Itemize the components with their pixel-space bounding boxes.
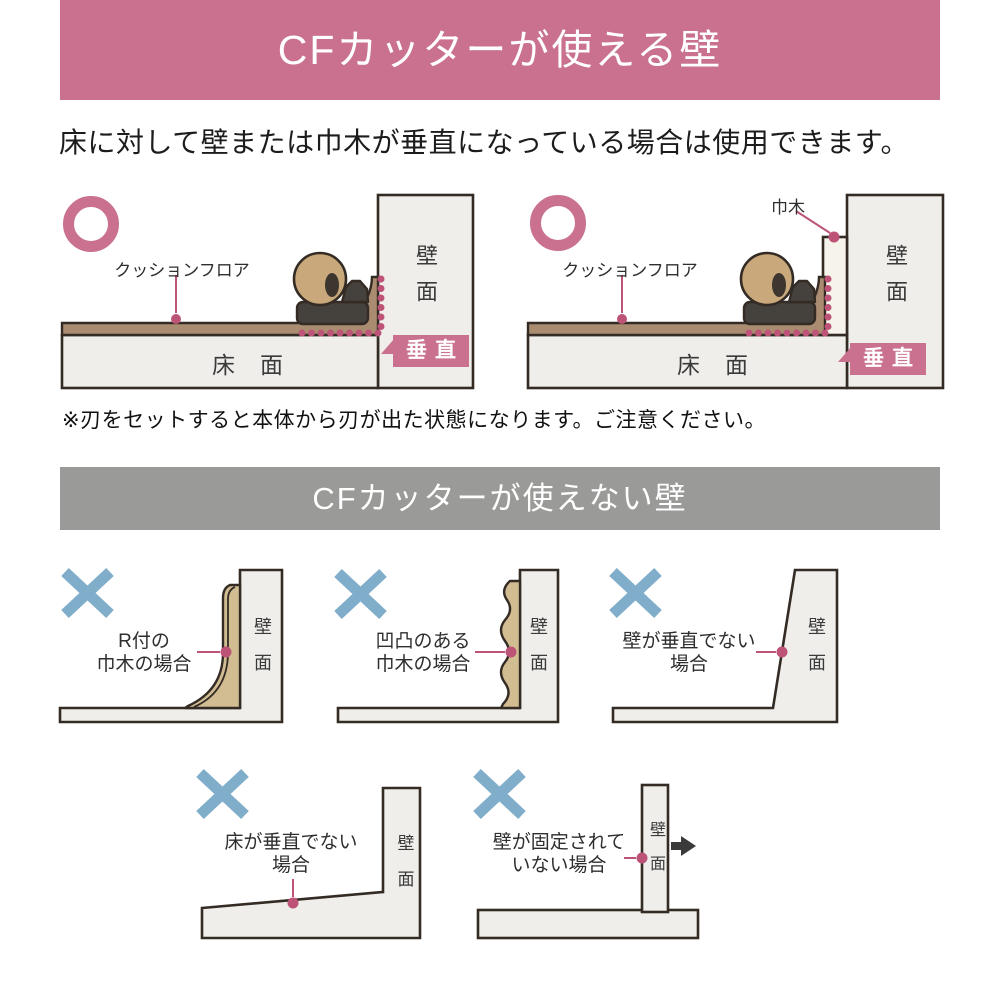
pointer-dot — [617, 314, 627, 324]
case-label-line1: 壁が垂直でない — [622, 631, 756, 652]
pointer-dot — [171, 314, 181, 324]
diagram-ng-unfixed-wall: 壁が固定されて いない場合 壁面 — [440, 765, 760, 955]
diagram-ng-sloped-floor: 床が垂直でない 場合 壁面 — [160, 765, 440, 955]
pointer-dot — [220, 646, 232, 658]
x-mark-icon — [61, 567, 114, 619]
diagram-ok-baseboard-wall: 巾木 クッションフロア 壁面 床 面 垂直 — [520, 180, 960, 395]
x-mark-icon — [196, 768, 249, 820]
baseboard-label: 巾木 — [771, 198, 805, 217]
diagram-ok-plain-wall: クッションフロア 壁面 床 面 垂直 — [40, 180, 480, 395]
floor-shape — [476, 908, 700, 940]
ok-circle-icon — [63, 196, 119, 252]
baseboard-leader-line — [795, 210, 831, 234]
wall-floor-shape — [200, 786, 422, 940]
case-label: 壁が固定されて いない場合 — [493, 831, 625, 877]
pointer-dot — [636, 852, 648, 864]
floor-label: 床 面 — [677, 352, 749, 378]
rounded-baseboard-shape — [183, 583, 242, 710]
ok-circle-icon — [530, 195, 586, 251]
x-mark-icon — [609, 567, 662, 619]
diagram-ok-plain-wall-canvas — [60, 193, 475, 390]
arrow-right-icon — [671, 836, 696, 856]
wall-label: 壁面 — [413, 244, 438, 316]
case-label-line2: 場合 — [271, 855, 311, 876]
diagram-ng2-canvas — [334, 568, 560, 724]
right-angle-dotted-line — [737, 275, 832, 337]
usable-wall-banner-title: CFカッターが使える壁 — [60, 0, 940, 100]
diagram-ng5-canvas — [473, 768, 700, 940]
diagram-ng1-canvas — [58, 567, 284, 724]
right-angle-dotted-line — [290, 275, 385, 337]
floor-shape — [60, 333, 380, 390]
pointer-dot — [776, 646, 788, 658]
perpendicular-badge: 垂直 — [393, 335, 469, 367]
cushion-floor-label: クッションフロア — [114, 261, 250, 280]
wall-label: 壁面 — [528, 617, 548, 689]
pointer-dot — [287, 897, 299, 909]
intro-text: 床に対して壁または巾木が垂直になっている場合は使用できます。 — [59, 127, 909, 158]
pointer-dot — [505, 646, 517, 658]
wall-label: 壁面 — [647, 821, 664, 889]
diagram-ng-rounded-baseboard: R付の 巾木の場合 壁面 — [40, 565, 340, 745]
case-label: 壁が垂直でない 場合 — [622, 630, 755, 676]
unusable-wall-banner-title: CFカッターが使えない壁 — [60, 467, 940, 530]
cushion-floor-label: クッションフロア — [562, 261, 698, 280]
case-label-line2: 場合 — [669, 654, 709, 675]
diagram-ng3-canvas — [609, 567, 839, 724]
diagram-ng-uneven-baseboard: 凹凸のある 巾木の場合 壁面 — [320, 565, 620, 745]
diagram-ng-slanted-wall: 壁が垂直でない 場合 壁面 — [600, 565, 900, 745]
wall-label: 壁面 — [252, 617, 272, 689]
case-label-line2: 巾木の場合 — [96, 654, 192, 675]
x-mark-icon — [473, 768, 526, 820]
wall-shape — [640, 783, 670, 914]
blade-caution-note: ※刃をセットすると本体から刃が出た状態になります。ご注意ください。 — [62, 409, 766, 432]
case-label-line1: 壁が固定されて — [492, 832, 626, 853]
case-label-line2: いない場合 — [511, 855, 607, 876]
baseboard-pointer-dot — [828, 231, 840, 243]
case-label: R付の 巾木の場合 — [96, 630, 191, 676]
case-label-line1: 床が垂直でない — [224, 832, 358, 853]
case-label: 凹凸のある 巾木の場合 — [375, 630, 470, 676]
wall-label: 壁面 — [806, 617, 826, 689]
floor-label: 床 面 — [212, 352, 284, 378]
case-label-line1: R付の — [118, 631, 170, 652]
diagram-ng4-canvas — [196, 768, 422, 940]
wall-label: 壁面 — [394, 834, 414, 906]
perpendicular-badge: 垂直 — [850, 343, 926, 375]
case-label-line2: 巾木の場合 — [375, 654, 471, 675]
cf-cutter-illustration — [739, 251, 817, 326]
x-mark-icon — [334, 568, 387, 620]
case-label: 床が垂直でない 場合 — [224, 831, 357, 877]
uneven-baseboard-shape — [499, 579, 522, 710]
cf-cutter-illustration — [292, 251, 370, 326]
case-label-line1: 凹凸のある — [375, 631, 471, 652]
wall-floor-shape — [611, 568, 839, 724]
wall-label: 壁面 — [883, 244, 908, 316]
